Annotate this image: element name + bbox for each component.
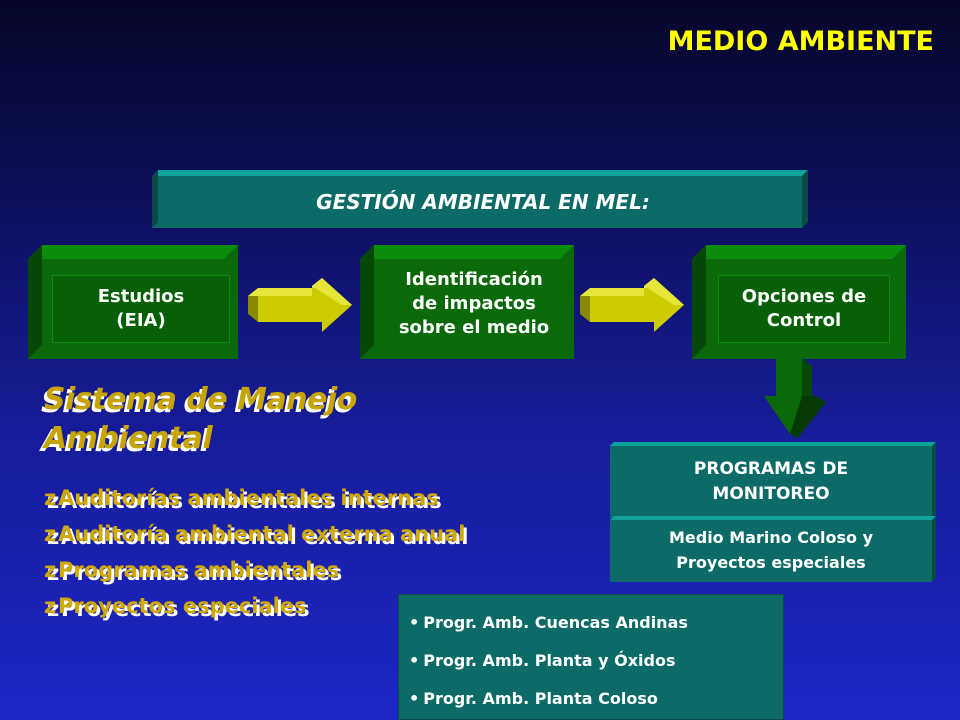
system-item-label: Programas ambientales — [58, 558, 340, 582]
step2-frame — [360, 245, 574, 359]
monitoring-sub-line1: Medio Marino Coloso y — [668, 528, 874, 548]
list-item: •Progr. Amb. Planta Coloso — [409, 688, 658, 708]
list-item: •Progr. Amb. Planta y Óxidos — [409, 650, 676, 670]
step1-line2: (EIA) — [116, 310, 166, 331]
bullet-icon: z — [44, 558, 57, 582]
header-box: GESTIÓN AMBIENTAL EN MEL: — [316, 190, 650, 214]
monitoring-title: PROGRAMAS DE MONITOREO — [610, 446, 932, 518]
bullet-icon: z — [44, 594, 57, 618]
bullet-icon: z — [44, 486, 57, 510]
system-title-line2: Ambiental — [44, 421, 213, 456]
arrow-right-icon — [248, 278, 352, 332]
step1-line1: Estudios — [97, 285, 185, 307]
bullet-icon: z — [44, 522, 57, 546]
program-label: Progr. Amb. Planta Coloso — [423, 688, 658, 708]
monitoring-sub: Medio Marino Coloso y Proyectos especial… — [610, 520, 932, 582]
arrow-down-icon — [764, 358, 826, 438]
step3-box: Opciones de Control — [718, 275, 890, 343]
step2-box: Identificación de impactos sobre el medi… — [376, 256, 572, 352]
header-box-frame — [152, 170, 808, 228]
monitoring-frame — [610, 442, 936, 518]
monitoring-sub-line2: Proyectos especiales — [676, 553, 866, 572]
page-title: MEDIO AMBIENTE — [667, 26, 934, 57]
monitoring-title-line1: PROGRAMAS DE — [693, 458, 849, 479]
programs-list: •Progr. Amb. Cuencas Andinas •Progr. Amb… — [398, 594, 784, 720]
list-item: •Progr. Amb. Cuencas Andinas — [409, 612, 688, 632]
step2-line1: Identificación — [405, 268, 543, 290]
monitoring-sub-frame — [610, 516, 936, 582]
step3-line2: Control — [766, 310, 842, 331]
step2-line3: sobre el medio — [398, 317, 550, 339]
system-item-label: Proyectos especiales — [58, 594, 307, 618]
system-title-line1: Sistema de Manejo — [44, 382, 357, 417]
program-label: Progr. Amb. Cuencas Andinas — [423, 612, 688, 632]
step2-line2: de impactos — [412, 292, 536, 314]
system-item-label: Auditorías ambientales internas — [58, 486, 439, 510]
arrow-right-icon — [580, 278, 684, 332]
system-item-label: Auditoría ambiental externa anual — [58, 522, 466, 546]
step1-box: Estudios (EIA) — [52, 275, 230, 343]
monitoring-title-line2: MONITOREO — [712, 484, 830, 504]
system-title: Sistema de Manejo Ambiental — [44, 380, 357, 458]
program-label: Progr. Amb. Planta y Óxidos — [423, 650, 676, 670]
step3-line1: Opciones de — [741, 285, 867, 307]
